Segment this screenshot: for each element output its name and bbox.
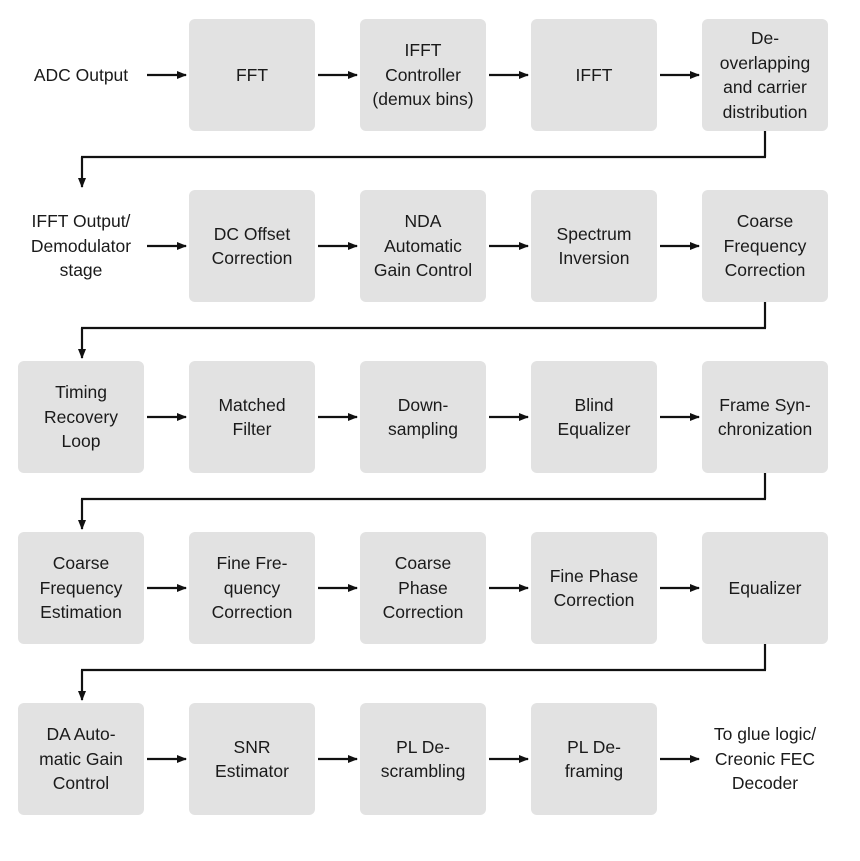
process-block-text: Coarse Phase Correction [382,553,464,623]
io-label-text: To glue logic/ Creonic FEC Decoder [713,724,817,794]
process-block-text: DC Offset Correction [211,223,293,269]
process-block-text: Spectrum Inversion [556,223,632,269]
process-block: DA Auto- matic Gain Control [18,703,144,815]
process-block: Equalizer [702,532,828,644]
process-block: Fine Fre- quency Correction [189,532,315,644]
process-block: FFT [189,19,315,131]
process-block: De- overlapping and carrier distribution [702,19,828,131]
process-block-text: Coarse Frequency Correction [723,211,807,281]
process-block: Coarse Frequency Estimation [18,532,144,644]
io-label-text: IFFT Output/ Demodulator stage [30,211,132,281]
process-block: SNR Estimator [189,703,315,815]
process-block: Matched Filter [189,361,315,473]
process-block-text: De- overlapping and carrier distribution [719,28,811,122]
process-block-text: IFFT [575,64,613,85]
process-block-text: FFT [235,64,269,85]
process-block: IFFT Controller (demux bins) [360,19,486,131]
process-block-text: Blind Equalizer [557,394,631,440]
process-block-text: NDA Automatic Gain Control [373,211,473,281]
process-block: Frame Syn- chronization [702,361,828,473]
io-label: ADC Output [18,19,144,131]
process-block: Coarse Phase Correction [360,532,486,644]
io-label: To glue logic/ Creonic FEC Decoder [702,703,828,815]
process-block: IFFT [531,19,657,131]
process-block-text: Fine Fre- quency Correction [211,553,293,623]
process-block: PL De- framing [531,703,657,815]
process-block: Timing Recovery Loop [18,361,144,473]
process-block: NDA Automatic Gain Control [360,190,486,302]
process-block-text: Fine Phase Correction [549,565,639,611]
process-block-text: DA Auto- matic Gain Control [39,724,123,794]
process-block-text: PL De- scrambling [380,736,466,782]
process-block: Down- sampling [360,361,486,473]
process-block: DC Offset Correction [189,190,315,302]
process-block: PL De- scrambling [360,703,486,815]
io-label-text: ADC Output [33,64,129,85]
process-block-text: Down- sampling [387,394,459,440]
process-block-text: SNR Estimator [215,736,289,782]
process-block-text: Equalizer [728,577,802,598]
process-block: Coarse Frequency Correction [702,190,828,302]
process-block-text: PL De- framing [564,736,624,782]
process-block-text: Matched Filter [218,394,286,440]
process-block-text: IFFT Controller (demux bins) [372,40,474,110]
process-block: Spectrum Inversion [531,190,657,302]
process-block: Fine Phase Correction [531,532,657,644]
process-block-text: Coarse Frequency Estimation [39,553,123,623]
io-label: IFFT Output/ Demodulator stage [18,190,144,302]
process-block-text: Frame Syn- chronization [717,394,813,440]
process-block: Blind Equalizer [531,361,657,473]
process-block-text: Timing Recovery Loop [44,382,118,452]
